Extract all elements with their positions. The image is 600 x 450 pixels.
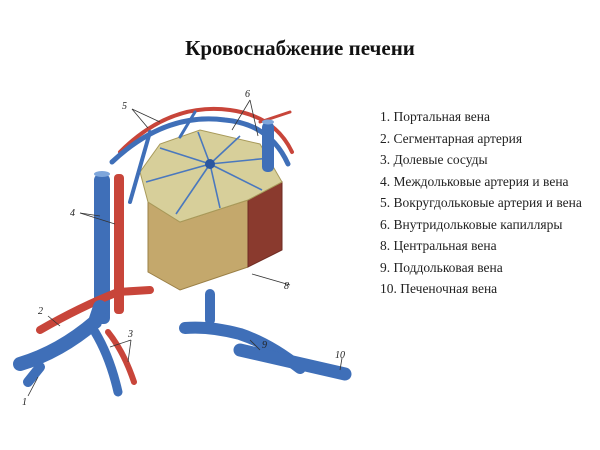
lobular-vein-right: [262, 122, 274, 172]
portal-vein: [13, 300, 107, 371]
interlobular-vessels: [94, 171, 124, 324]
legend-item: 1. Портальная вена: [380, 109, 490, 124]
callout-10: 10: [335, 350, 345, 361]
callout-5: 5: [122, 101, 127, 112]
legend-item: 6. Внутридольковые капилляры: [380, 216, 563, 232]
lobular-vein-right-opening: [262, 119, 274, 125]
legend-item: 4. Междольковые артерия и вена: [380, 173, 569, 189]
callout-leaders: [27, 99, 343, 397]
perilobular-artery: [118, 106, 294, 154]
interlobular-artery: [114, 174, 124, 314]
callout-1: 1: [22, 397, 27, 408]
hepatic-drainage: [179, 289, 352, 381]
perilobular-vein-branch-1: [128, 130, 152, 204]
legend-item: 9. Поддольковая вена: [380, 259, 503, 275]
liver-blood-supply-diagram: 1 2 3 4 5 6 8 9 10: [0, 82, 370, 450]
hepatic-lobule: [139, 129, 283, 291]
hepatic-vein: [233, 343, 352, 381]
legend-item: 2. Сегментарная артерия: [380, 130, 523, 146]
interlobular-vein-opening: [94, 171, 110, 177]
callout-numbers: 1 2 3 4 5 6 8 9 10: [22, 89, 345, 408]
callout-3: 3: [127, 329, 133, 340]
callout-8: 8: [284, 281, 289, 292]
intralobular-capillaries: [145, 131, 271, 215]
interlobular-vein: [94, 174, 110, 324]
lobar-vessel-vein: [90, 327, 123, 397]
legend-item: 10. Печеночная вена: [380, 281, 498, 296]
legend-item: 5. Вокругдольковые артерия и вена: [380, 195, 582, 210]
callout-9: 9: [262, 340, 267, 351]
lobar-vessel-artery: [105, 329, 137, 385]
callout-2: 2: [38, 306, 43, 317]
diagram-svg: 1 2 3 4 5 6 8 9 10: [13, 89, 352, 408]
legend-item: 8. Центральная вена: [380, 238, 497, 253]
portal-system: [13, 286, 154, 397]
legend-list: 1. Портальная вена 2. Сегментарная артер…: [380, 107, 585, 301]
portal-vein-lower: [23, 362, 45, 387]
perilobular-vein-branch-2: [178, 110, 197, 139]
legend-item: 3. Долевые сосуды: [380, 152, 488, 167]
slide-title: Кровоснабжение печени: [185, 36, 415, 60]
callout-6: 6: [245, 89, 250, 100]
segmental-artery: [36, 286, 154, 334]
central-vein-opening: [205, 159, 215, 169]
callout-4: 4: [70, 208, 75, 219]
